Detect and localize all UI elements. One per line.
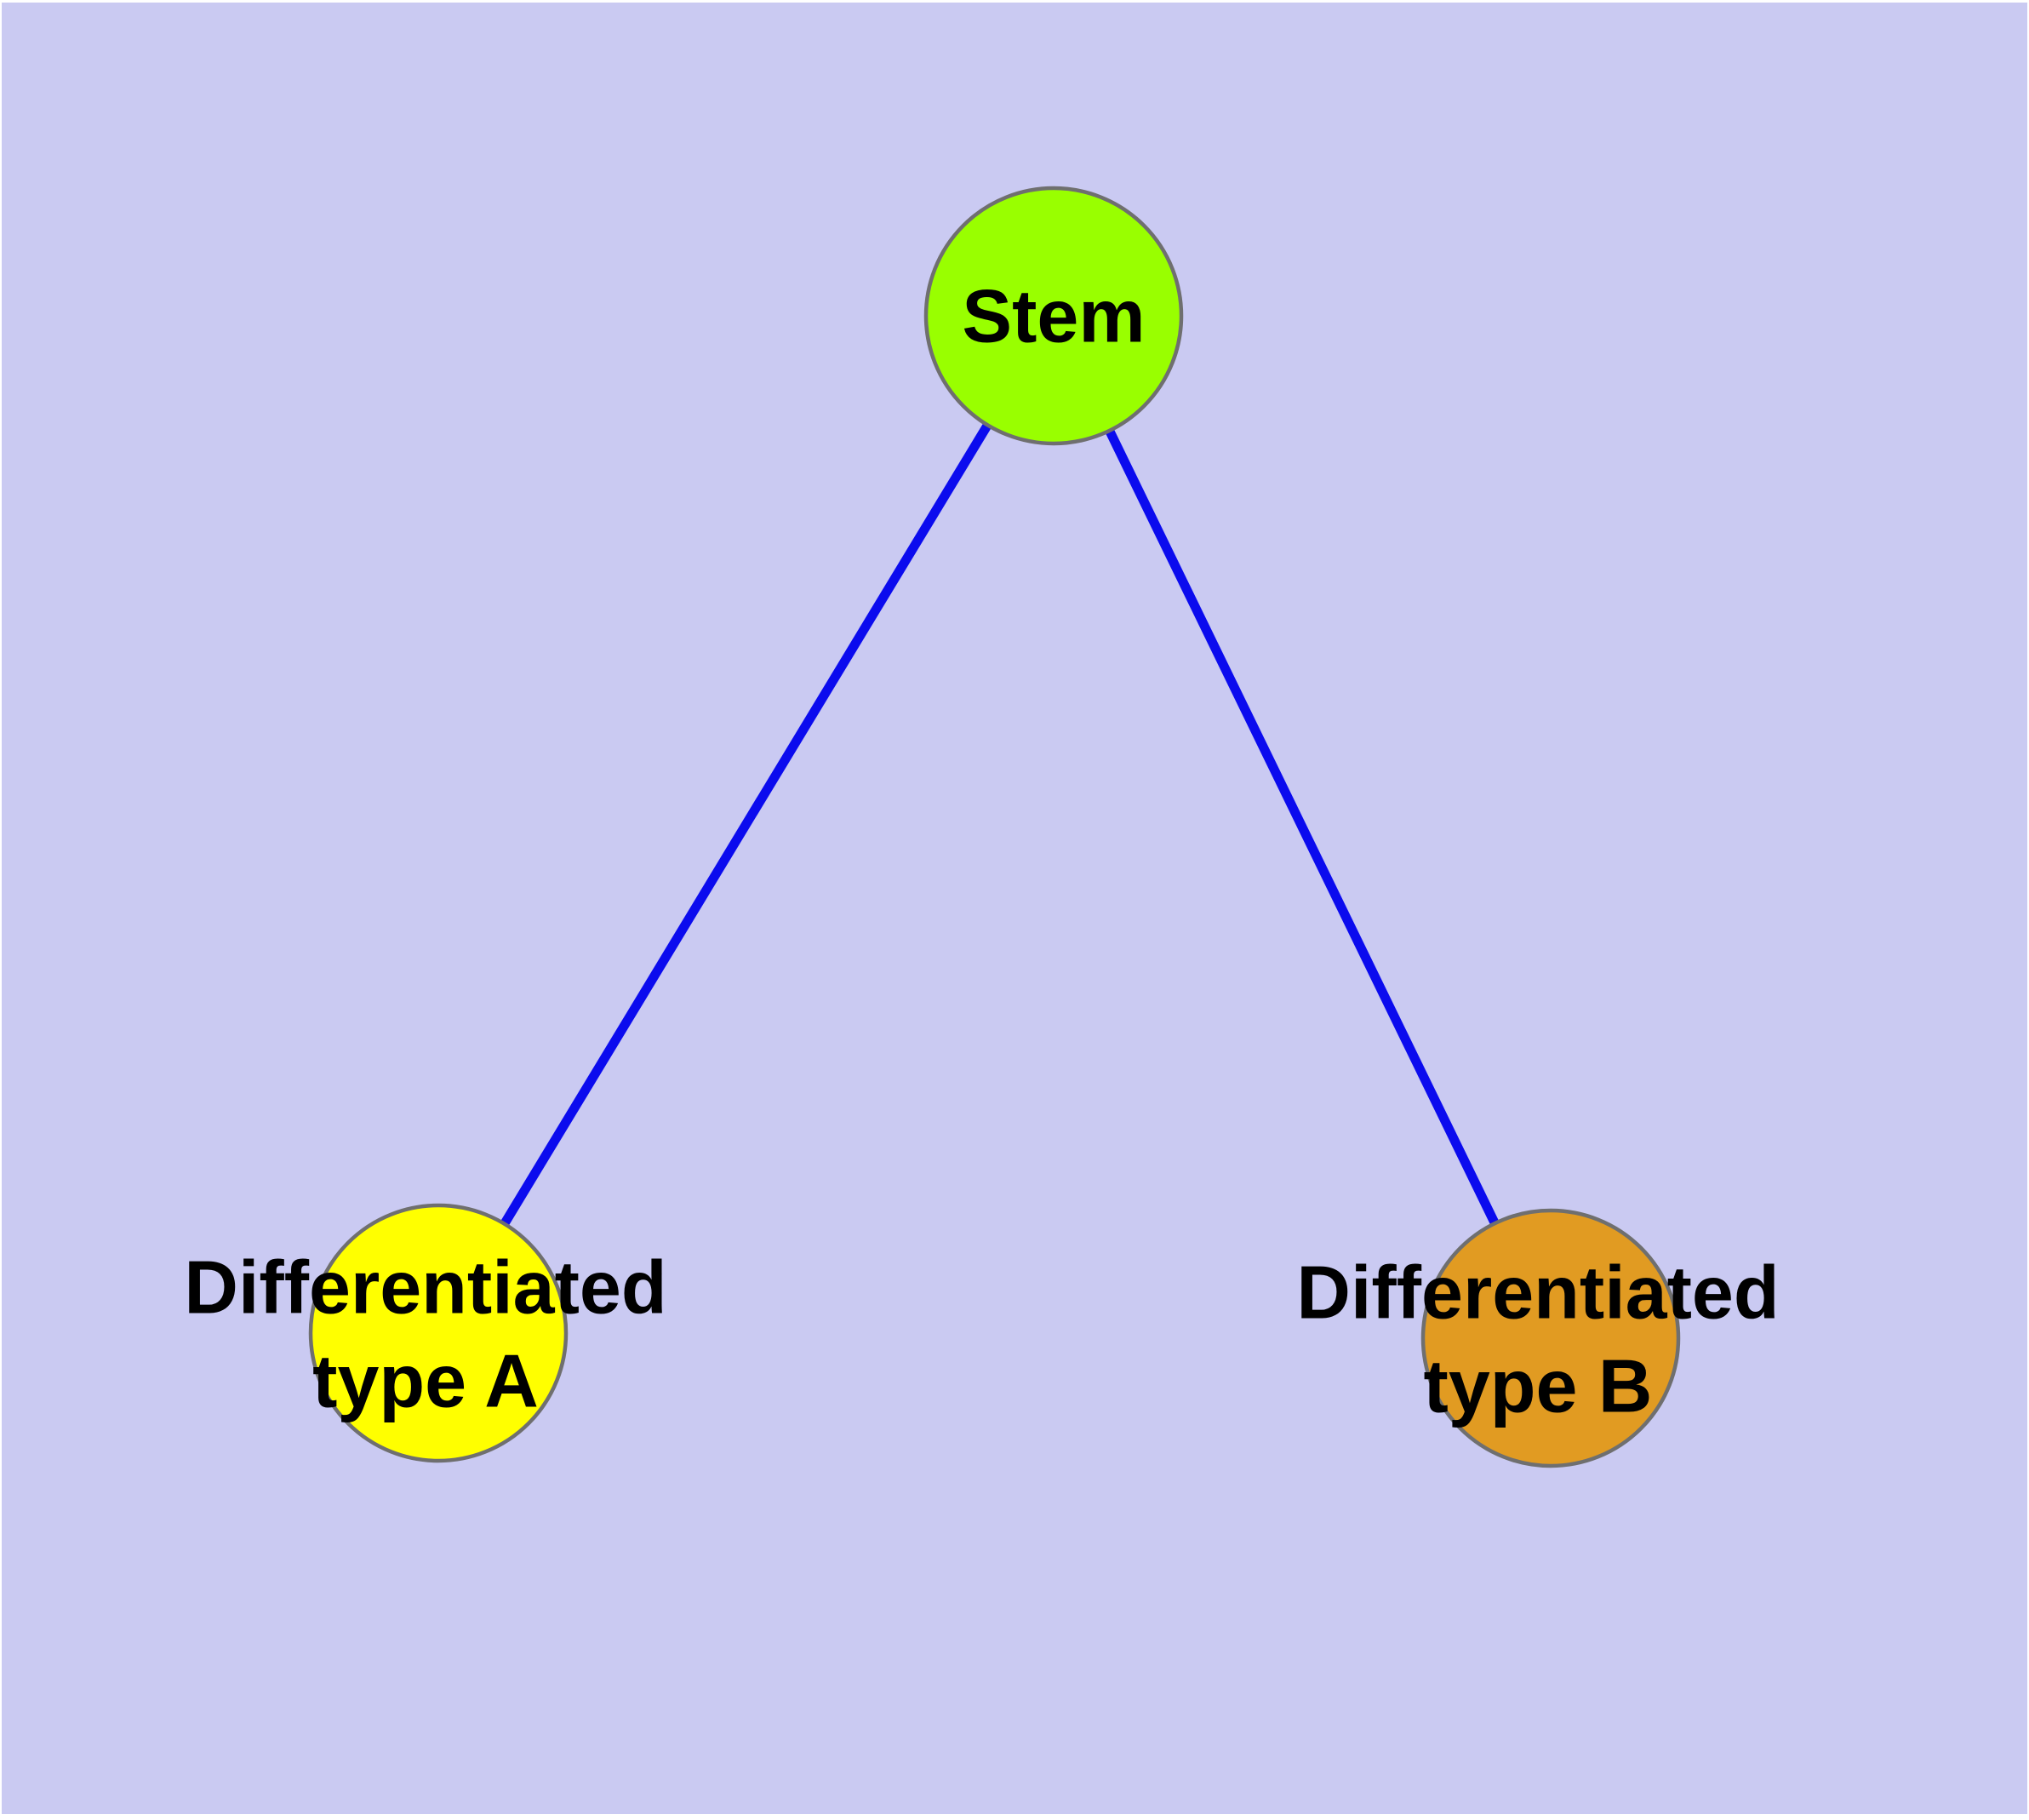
node-type-b-label-line2: type B	[1424, 1344, 1653, 1428]
node-stem-label: Stem	[962, 274, 1145, 358]
node-type-b-circle	[1420, 1208, 1681, 1468]
node-type-a-label-line2: type A	[312, 1339, 539, 1423]
node-type-a-label-line1: Differentiated	[184, 1245, 666, 1330]
node-type-b-label-line1: Differentiated	[1296, 1251, 1779, 1335]
edge-stem-to-type-b	[1049, 313, 1555, 1341]
node-stem-circle	[923, 186, 1184, 446]
node-type-a-circle	[308, 1203, 569, 1463]
edge-stem-to-type-a	[434, 313, 1058, 1336]
